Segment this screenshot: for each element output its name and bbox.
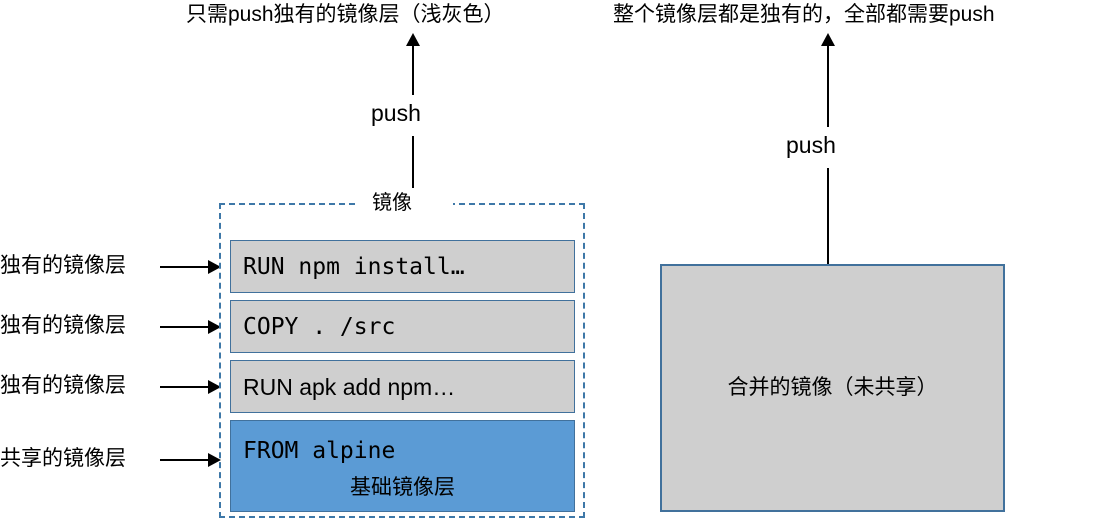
right-diagram-title: 整个镜像层都是独有的，全部都需要push (613, 3, 995, 26)
right-push-arrow-shaft-upper (827, 45, 829, 127)
side-label-unique-layer-1: 独有的镜像层 (0, 254, 126, 277)
right-push-arrowhead-icon (821, 33, 835, 46)
side-label-unique-layer-2: 独有的镜像层 (0, 314, 126, 337)
base-image-layer-sublabel: 基础镜像层 (350, 476, 455, 499)
base-image-layer-row[interactable]: FROM alpine 基础镜像层 (230, 420, 575, 512)
image-layer-row[interactable]: RUN apk add npm… (230, 360, 575, 413)
base-image-layer-text: FROM alpine (243, 438, 396, 464)
side-arrowhead-icon-3 (208, 380, 221, 394)
image-layer-row[interactable]: RUN npm install… (230, 240, 575, 293)
merged-image-label: 合并的镜像（未共享） (727, 376, 938, 399)
side-label-unique-layer-3: 独有的镜像层 (0, 374, 126, 397)
image-label-backdrop (355, 193, 453, 217)
side-arrowhead-icon-1 (208, 260, 221, 274)
side-arrow-line-2 (160, 326, 210, 328)
right-push-label: push (786, 132, 836, 158)
side-arrowhead-icon-2 (208, 320, 221, 334)
merged-image-box[interactable]: 合并的镜像（未共享） (660, 264, 1005, 512)
image-layer-text: RUN apk add npm… (243, 374, 456, 400)
side-arrow-line-4 (160, 459, 210, 461)
side-arrowhead-icon-4 (208, 453, 221, 467)
right-push-arrow-shaft-lower (827, 168, 829, 264)
side-label-shared-layer: 共享的镜像层 (0, 447, 126, 470)
image-layer-row[interactable]: COPY . /src (230, 300, 575, 353)
side-arrow-line-3 (160, 386, 210, 388)
left-push-label: push (371, 100, 421, 126)
image-layer-text: COPY . /src (243, 314, 396, 340)
side-arrow-line-1 (160, 266, 210, 268)
image-layer-text: RUN npm install… (243, 254, 465, 280)
left-diagram-title: 只需push独有的镜像层（浅灰色） (186, 3, 505, 26)
left-push-arrow-shaft-upper (412, 45, 414, 95)
image-container-label: 镜像 (372, 192, 412, 214)
left-push-arrowhead-icon (406, 33, 420, 46)
left-push-arrow-shaft-lower (412, 136, 414, 188)
